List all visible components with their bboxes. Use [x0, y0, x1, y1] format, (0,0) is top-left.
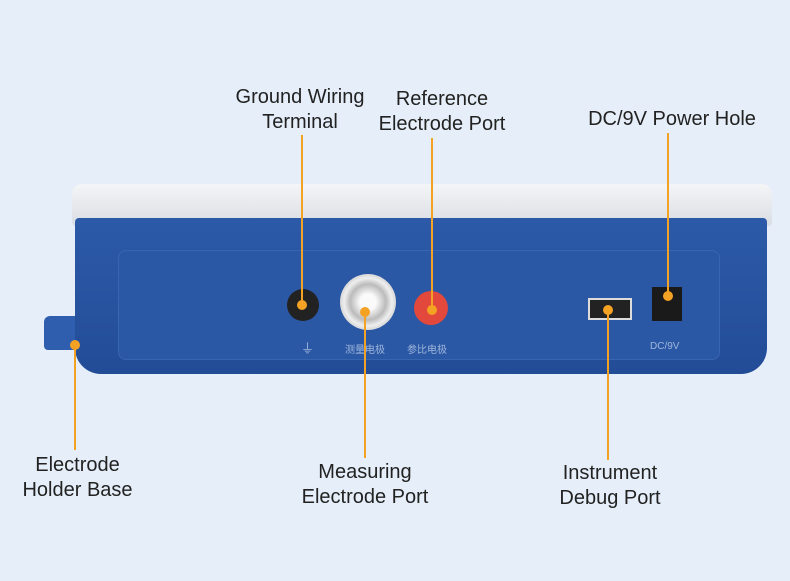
- label-line: Instrument: [562, 462, 658, 484]
- reference-dot: [427, 305, 437, 315]
- label-line: Debug Port: [559, 487, 661, 509]
- reference-leader-line: [431, 138, 433, 310]
- debug-leader-line: [607, 310, 609, 460]
- holder-leader-line: [74, 345, 76, 450]
- label-line: Reference: [395, 88, 489, 110]
- power-label: DC/9V Power Hole: [588, 108, 756, 130]
- label-line: Terminal: [262, 111, 338, 133]
- bnc-connector: [340, 274, 396, 330]
- reference-panel-label: 参比电极: [407, 345, 447, 356]
- ground-dot: [297, 300, 307, 310]
- ground-symbol: ⏚: [301, 341, 315, 356]
- label-line: Electrode Port: [378, 113, 506, 135]
- label-line: Measuring: [318, 461, 412, 483]
- label-line: Holder Base: [22, 479, 133, 501]
- power-dot: [663, 291, 673, 301]
- label-line: Electrode Port: [301, 486, 429, 508]
- debug-dot: [603, 305, 613, 315]
- measuring-leader-line: [364, 312, 366, 458]
- holder-dot: [70, 340, 80, 350]
- power-leader-line: [667, 133, 669, 295]
- power-panel-label: DC/9V: [650, 341, 680, 352]
- label-line: Electrode: [35, 454, 120, 476]
- ground-leader-line: [301, 135, 303, 305]
- label-line: Ground Wiring: [235, 86, 365, 108]
- measuring-dot: [360, 307, 370, 317]
